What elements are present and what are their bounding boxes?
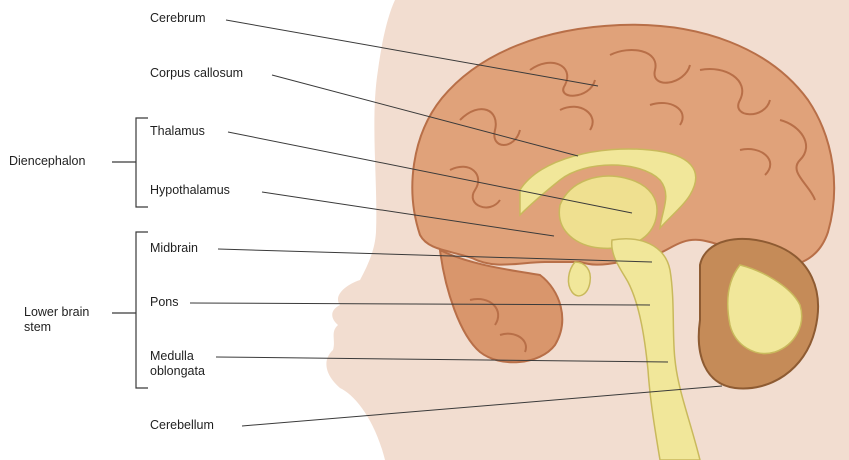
lower-brain-stem-bracket bbox=[136, 232, 148, 388]
label-corpus-callosum: Corpus callosum bbox=[150, 66, 243, 81]
thalamus-shape bbox=[559, 176, 657, 248]
label-cerebrum: Cerebrum bbox=[150, 11, 206, 26]
label-midbrain: Midbrain bbox=[150, 241, 198, 256]
pituitary-shape bbox=[568, 262, 590, 296]
group-label-lower-brain-stem: Lower brain stem bbox=[24, 305, 104, 335]
diencephalon-bracket bbox=[136, 118, 148, 207]
group-label-diencephalon: Diencephalon bbox=[9, 154, 85, 169]
label-medulla-oblongata: Medulla oblongata bbox=[150, 349, 240, 379]
label-pons: Pons bbox=[150, 295, 179, 310]
label-thalamus: Thalamus bbox=[150, 124, 205, 139]
label-hypothalamus: Hypothalamus bbox=[150, 183, 230, 198]
label-cerebellum: Cerebellum bbox=[150, 418, 214, 433]
group-brackets bbox=[112, 118, 148, 388]
